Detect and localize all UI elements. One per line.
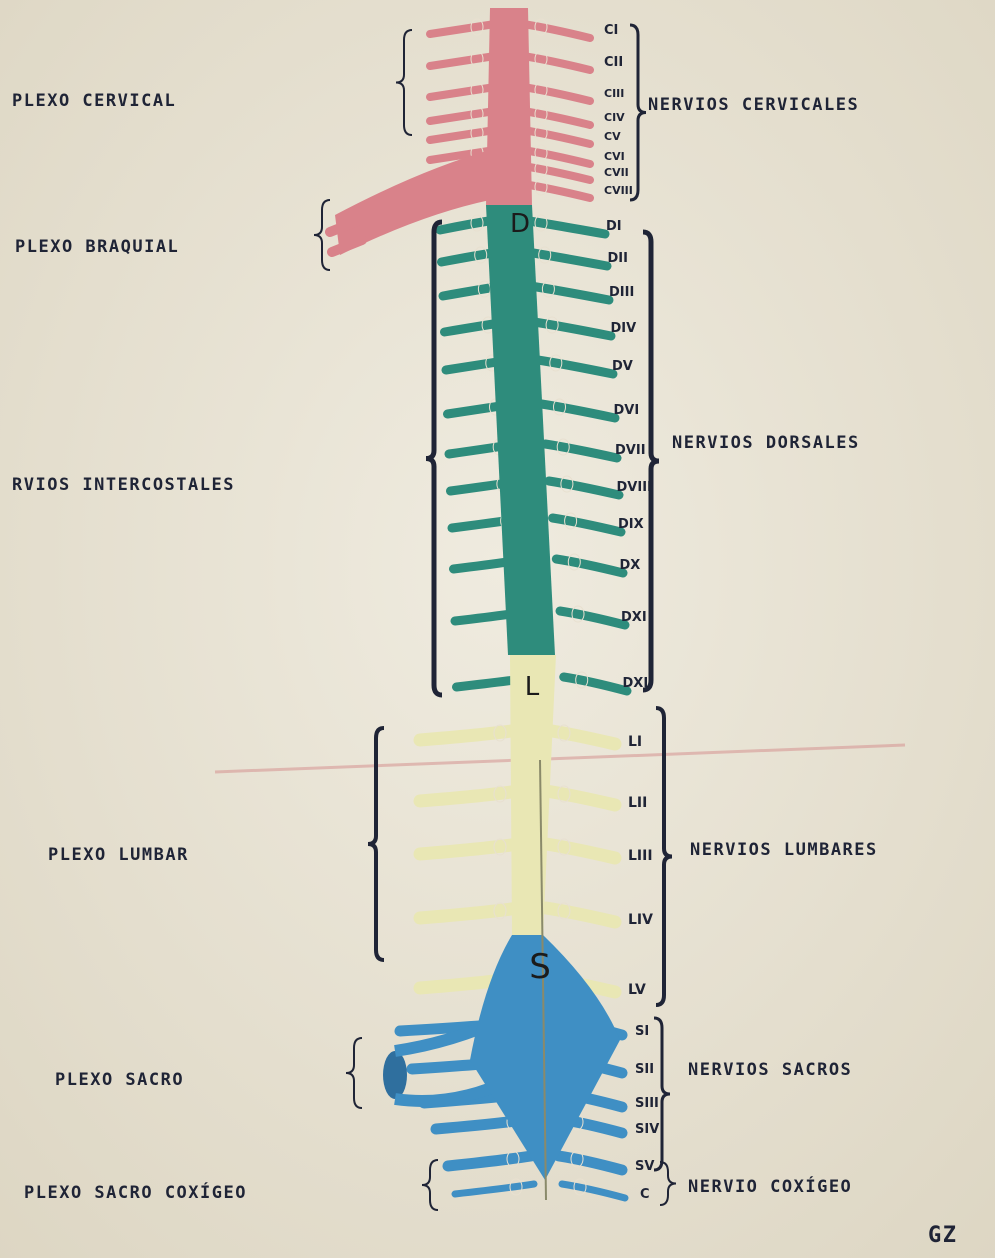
label-nervios-sacros: NERVIOS SACROS	[688, 1060, 852, 1080]
segment-label-co: C	[640, 1187, 650, 1202]
label-plexo-sacro-coxigeo: PLEXO SACRO COXÍGEO	[24, 1181, 247, 1203]
segment-label-d4: DIV	[611, 321, 637, 336]
label-nervio-coxigeo: NERVIO COXÍGEO	[688, 1175, 852, 1197]
signature: GZ	[928, 1223, 958, 1248]
segment-label-c1: CI	[604, 23, 618, 38]
label-plexo-cervical: PLEXO CERVICAL	[12, 91, 176, 111]
label-plexo-braquial: PLEXO BRAQUIAL	[15, 237, 179, 257]
segment-label-d10: DX	[620, 558, 641, 573]
segment-label-c3: CIII	[604, 87, 624, 100]
segment-label-s1: SI	[635, 1024, 649, 1039]
label-plexo-lumbar: PLEXO LUMBAR	[48, 845, 189, 865]
segment-label-d8: DVIII	[617, 480, 652, 495]
segment-label-d12: DXII	[623, 676, 654, 691]
segment-label-s4: SIV	[635, 1122, 659, 1137]
label-nervios-cervicales: NERVIOS CERVICALES	[648, 95, 859, 115]
segment-label-l1: LI	[628, 734, 642, 750]
segment-label-d2: DII	[608, 251, 628, 266]
sacral-plexus-stump	[383, 1051, 407, 1099]
segment-label-l3: LIII	[628, 848, 653, 864]
segment-label-d11: DXI	[621, 610, 647, 625]
cord-cervical	[486, 8, 532, 205]
segment-label-s3: SIII	[635, 1096, 659, 1111]
segment-label-l5: LV	[628, 982, 646, 998]
segment-label-d6: DVI	[614, 403, 640, 418]
segment-label-l2: LII	[628, 795, 647, 811]
segment-label-c7: CVII	[604, 166, 629, 179]
segment-label-d9: DIX	[618, 517, 644, 532]
segment-label-l4: LIV	[628, 912, 653, 928]
segment-label-c5: CV	[604, 130, 621, 143]
segment-label-s2: SII	[635, 1062, 654, 1077]
region-letter-l: L	[525, 672, 540, 702]
segment-label-d7: DVII	[615, 443, 646, 458]
label-nervios-intercostales: RVIOS INTERCOSTALES	[12, 475, 235, 495]
segment-label-c2: CII	[604, 55, 623, 70]
region-letter-d: D	[510, 209, 530, 239]
segment-label-c6: CVI	[604, 150, 625, 163]
region-letter-s: S	[529, 947, 551, 987]
segment-label-c8: CVIII	[604, 184, 633, 197]
label-nervios-dorsales: NERVIOS DORSALES	[672, 433, 860, 453]
label-nervios-lumbares: NERVIOS LUMBARES	[690, 840, 878, 860]
segment-label-d5: DV	[612, 359, 633, 374]
segment-label-d1: DI	[606, 219, 622, 234]
label-plexo-sacro: PLEXO SACRO	[55, 1070, 184, 1090]
segment-label-c4: CIV	[604, 111, 625, 124]
segment-label-s5: SV	[635, 1159, 654, 1174]
segment-label-d3: DIII	[609, 285, 634, 300]
